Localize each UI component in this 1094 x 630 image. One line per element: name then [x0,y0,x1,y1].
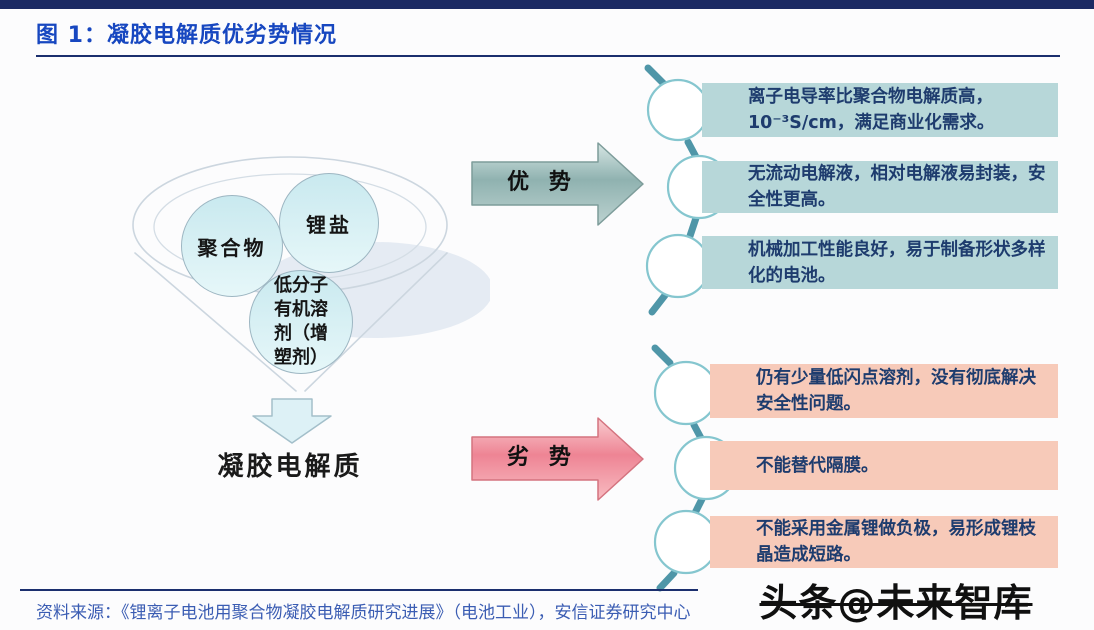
disadvantage-item-1: 仍有少量低闪点溶剂，没有彻底解决安全性问题。 [710,364,1058,418]
disadvantage-item-3: 不能采用金属锂做负极，易形成锂枝晶造成短路。 [710,516,1058,568]
title-underline [36,55,1060,57]
top-accent-bar [0,0,1094,9]
disadvantage-item-2-text: 不能替代隔膜。 [756,455,879,476]
chain-link [644,64,668,88]
disadvantage-item-1-text: 仍有少量低闪点溶剂，没有彻底解决安全性问题。 [756,368,1036,414]
figure-label: 图 1： [36,23,107,48]
advantage-item-1: 离子电导率比聚合物电解质高，10⁻³S/cm，满足商业化需求。 [702,83,1058,137]
advantage-item-1-text: 离子电导率比聚合物电解质高，10⁻³S/cm，满足商业化需求。 [748,87,995,133]
advantages-arrow-shape [471,142,644,226]
advantages-arrow-label: 优 势 [507,170,577,195]
funnel-cone-outline [134,252,448,392]
chain-link [656,569,678,592]
chain-node [653,360,719,426]
figure-title-text: 凝胶电解质优劣势情况 [106,23,337,48]
chain-link [684,138,700,161]
chain-link [648,290,670,316]
funnel-circle-lithium-salt: 锂盐 [279,173,379,273]
figure-title: 图 1：凝胶电解质优劣势情况 [36,17,337,49]
funnel-circle-polymer: 聚合物 [181,195,283,297]
disadvantages-arrow: 劣 势 [468,415,648,505]
funnel-circle-solvent-label: 低分子有机溶剂（增塑剂） [274,275,328,368]
funnel-circle-lithium-salt-label: 锂盐 [306,212,352,237]
funnel-circle-polymer-label: 聚合物 [197,235,267,260]
disadvantage-item-3-text: 不能采用金属锂做负极，易形成锂枝晶造成短路。 [756,519,1036,565]
advantage-item-2-text: 无流动电解液，相对电解液易封装，安全性更高。 [748,164,1046,210]
down-arrow-icon [252,398,332,444]
bottom-rule [20,589,1080,591]
funnel-result-label: 凝胶电解质 [217,452,363,482]
advantage-item-3: 机械加工性能良好，易于制备形状多样化的电池。 [702,236,1058,289]
funnel-circle-solvent: 低分子有机溶剂（增塑剂） [249,270,353,374]
advantage-item-3-text: 机械加工性能良好，易于制备形状多样化的电池。 [748,239,1046,286]
chain-node [646,78,710,142]
disadvantages-arrow-label: 劣 势 [507,445,577,470]
advantage-item-2: 无流动电解液，相对电解液易封装，安全性更高。 [702,161,1058,213]
disadvantages-chain [651,344,739,592]
watermark: 头条@未来智库 [698,572,1094,627]
disadvantages-arrow-shape [471,417,644,501]
source-note: 资料来源：《锂离子电池用聚合物凝胶电解质研究进展》（电池工业），安信证券研究中心 [36,603,691,623]
disadvantage-item-2: 不能替代隔膜。 [710,441,1058,490]
chain-node [645,233,711,299]
chain-link [686,214,700,240]
chain-node [653,509,719,575]
chain-link [651,344,674,367]
advantages-arrow: 优 势 [468,140,648,230]
